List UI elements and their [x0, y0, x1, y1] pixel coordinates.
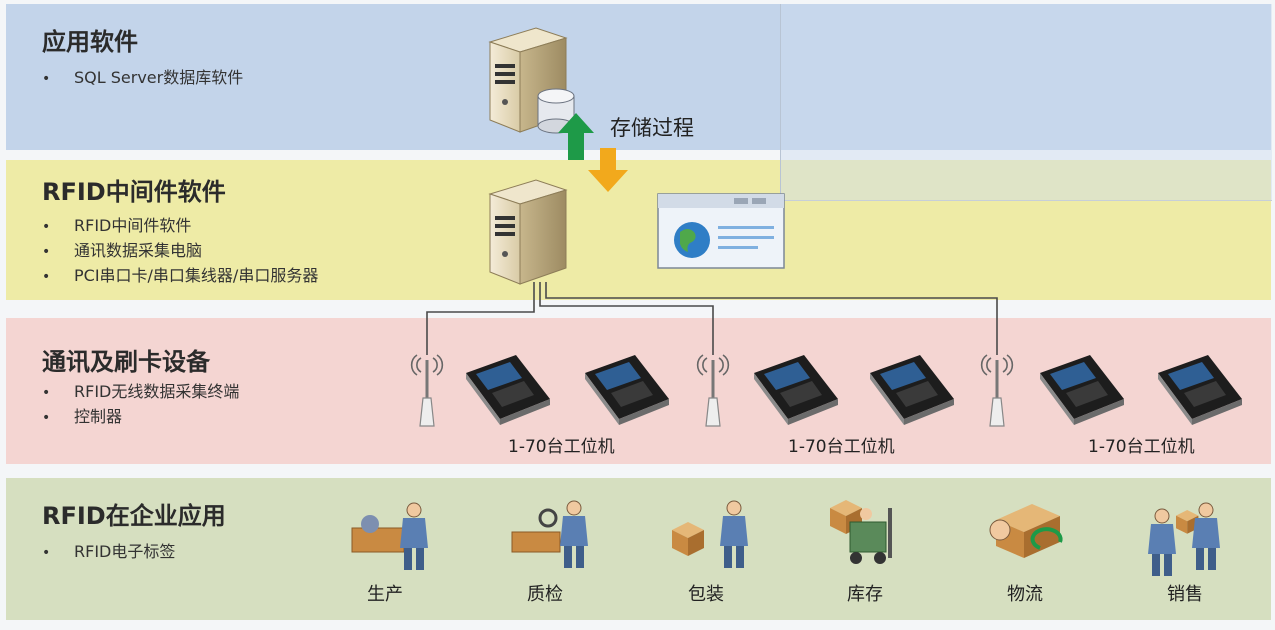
- bullet-item: 控制器: [42, 405, 239, 430]
- overlay-panel: [780, 4, 1272, 201]
- inventory-icon: [830, 500, 892, 564]
- card-reader-icon: [870, 355, 954, 425]
- bullet-item: RFID无线数据采集终端: [42, 380, 239, 405]
- inspection-icon: [511, 500, 589, 569]
- stage-label-logistics: 物流: [1007, 584, 1043, 605]
- card-reader-icon: [754, 355, 838, 425]
- server-icon: [489, 179, 567, 285]
- antenna-icon: [980, 354, 1014, 427]
- bullet-list-middleware: RFID中间件软件 通讯数据采集电脑 PCI串口卡/串口集线器/串口服务器: [42, 214, 318, 289]
- stage-label-packaging: 包装: [688, 584, 724, 605]
- bullet-list-app: SQL Server数据库软件: [42, 66, 243, 91]
- logistics-icon: [989, 504, 1063, 558]
- card-reader-icon: [466, 355, 550, 425]
- bullet-item: RFID中间件软件: [42, 214, 318, 239]
- stored-procedure-label: 存储过程: [610, 116, 694, 140]
- stage-label-production: 生产: [367, 584, 403, 605]
- antenna-icon: [696, 354, 730, 427]
- section-title-enterprise: RFID在企业应用: [42, 502, 226, 530]
- packaging-icon: [672, 500, 749, 569]
- section-title-middleware: RFID中间件软件: [42, 178, 226, 206]
- production-icon: [351, 502, 429, 571]
- bullet-list-enterprise: RFID电子标签: [42, 540, 175, 565]
- bullet-list-devices: RFID无线数据采集终端 控制器: [42, 380, 239, 430]
- bullet-item: PCI串口卡/串口集线器/串口服务器: [42, 264, 318, 289]
- antenna-icon: [410, 354, 444, 427]
- card-reader-icon: [1158, 355, 1242, 425]
- stage-label-inventory: 库存: [847, 584, 883, 605]
- bullet-item: SQL Server数据库软件: [42, 66, 243, 91]
- workstation-count-label: 1-70台工位机: [508, 437, 615, 457]
- arrow-up-icon: [558, 113, 594, 160]
- database-icon: [537, 88, 575, 134]
- stage-label-inspection: 质检: [527, 584, 563, 605]
- section-title-app: 应用软件: [42, 28, 138, 56]
- card-reader-icon: [585, 355, 669, 425]
- sales-icon: [1147, 502, 1221, 577]
- workstation-count-label: 1-70台工位机: [1088, 437, 1195, 457]
- connection-lines: [426, 282, 998, 355]
- bullet-item: 通讯数据采集电脑: [42, 239, 318, 264]
- arrow-down-icon: [588, 148, 628, 192]
- band-enterprise-application: [6, 478, 1271, 620]
- card-reader-icon: [1040, 355, 1124, 425]
- workstation-count-label: 1-70台工位机: [788, 437, 895, 457]
- stage-label-sales: 销售: [1167, 584, 1203, 605]
- globe-window-icon: [657, 193, 785, 269]
- bullet-item: RFID电子标签: [42, 540, 175, 565]
- section-title-devices: 通讯及刷卡设备: [42, 348, 210, 376]
